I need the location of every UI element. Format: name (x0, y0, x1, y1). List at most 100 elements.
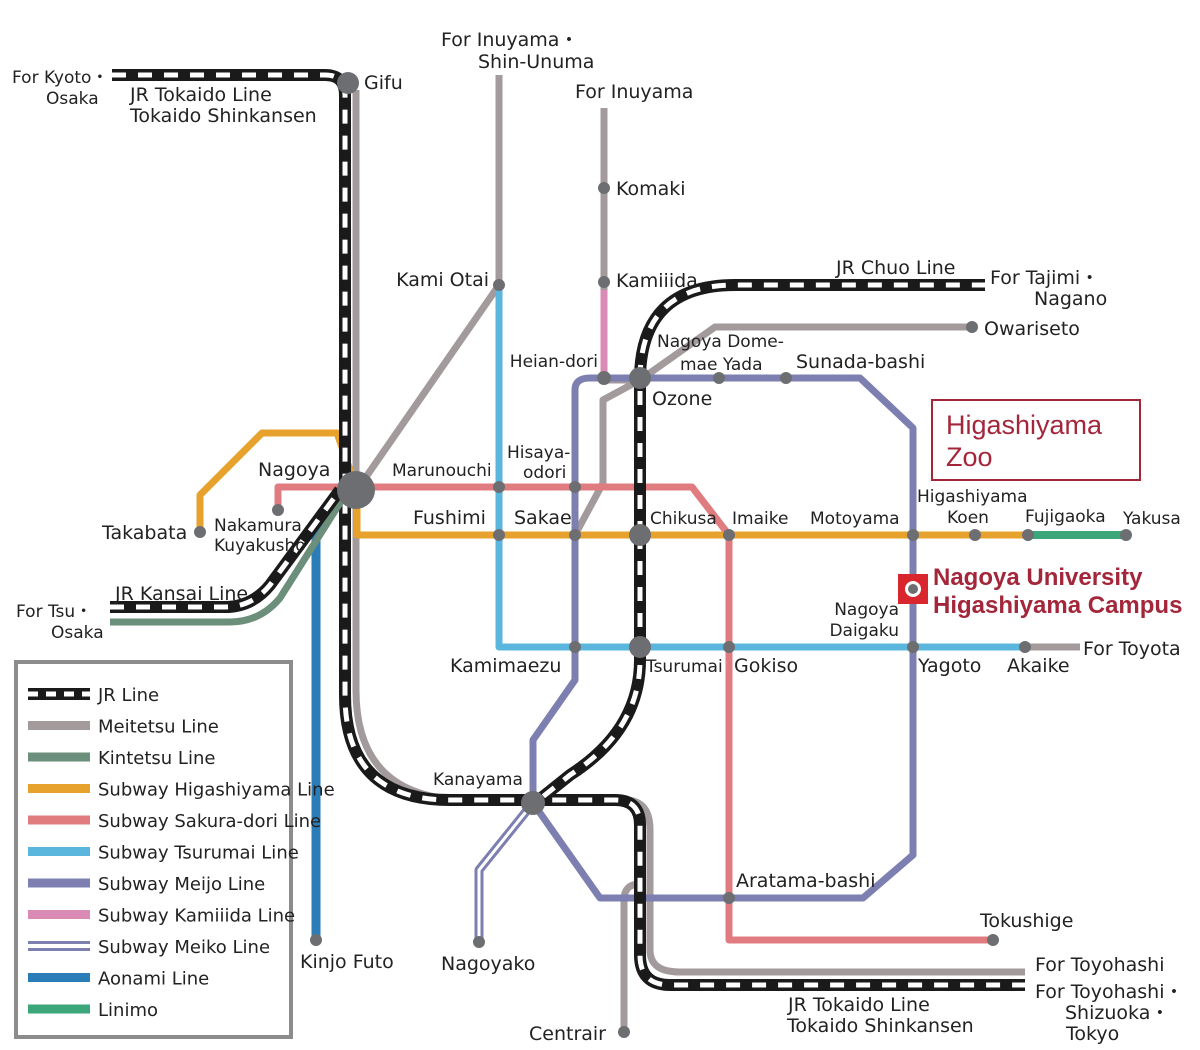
label-motoyama: Motoyama (810, 509, 900, 529)
station-labels: Gifu Kami Otai Komaki Kamiiida Heian-dor… (101, 72, 1181, 1045)
station-imaike[interactable] (723, 529, 735, 541)
direction-tsu-2: Osaka (51, 623, 104, 643)
line-label-jr-chuo: JR Chuo Line (835, 257, 955, 279)
university-label[interactable]: Nagoya University Higashiyama Campus (933, 564, 1182, 619)
station-owariseto[interactable] (966, 321, 978, 333)
station-kami-otai[interactable] (493, 279, 505, 291)
line-meijo[interactable] (529, 374, 917, 902)
station-fushimi[interactable] (493, 529, 505, 541)
label-kamiiida: Kamiiida (616, 270, 698, 292)
legend-item-tsurumai: Subway Tsurumai Line (28, 843, 299, 864)
label-tsurumai: Tsurumai (645, 657, 723, 677)
label-marunouchi: Marunouchi (392, 461, 492, 481)
label-takabata: Takabata (101, 522, 187, 544)
line-aonami[interactable] (311, 487, 344, 940)
station-yagoto[interactable] (907, 641, 919, 653)
direction-tsu-1: For Tsu・ (16, 602, 92, 622)
legend-item-meijo: Subway Meijo Line (28, 874, 265, 895)
legend-label-linimo: Linimo (98, 1000, 158, 1021)
station-fujigaoka[interactable] (1022, 529, 1034, 541)
station-marunouchi[interactable] (493, 481, 505, 493)
legend-item-kamiiida: Subway Kamiiida Line (28, 906, 295, 927)
station-tsurumai[interactable] (629, 636, 651, 658)
label-hisaya-1: Hisaya- (507, 443, 570, 463)
university-marker[interactable] (898, 574, 928, 604)
legend-item-linimo: Linimo (28, 1000, 158, 1021)
station-heian-dori[interactable] (597, 371, 611, 385)
label-gifu: Gifu (364, 72, 403, 94)
label-imaike: Imaike (732, 509, 788, 529)
station-chikusa[interactable] (629, 524, 651, 546)
station-yakusa[interactable] (1120, 529, 1132, 541)
label-sunada-bashi: Sunada-bashi (796, 351, 925, 373)
legend-item-meitetsu: Meitetsu Line (28, 717, 219, 738)
label-hisaya-2: odori (523, 463, 566, 483)
station-sakae[interactable] (569, 529, 581, 541)
station-aratama-bashi[interactable] (723, 892, 735, 904)
station-tokushige[interactable] (987, 934, 999, 946)
legend-label-kamiiida: Subway Kamiiida Line (98, 906, 295, 927)
station-nagoya[interactable] (337, 471, 375, 509)
station-kanayama[interactable] (521, 791, 545, 815)
line-label-jr-kansai: JR Kansai Line (114, 583, 248, 605)
label-aratama-bashi: Aratama-bashi (736, 870, 875, 892)
station-higashiyama-koen[interactable] (969, 529, 981, 541)
label-gokiso: Gokiso (734, 655, 798, 677)
label-kamimaezu: Kamimaezu (450, 655, 561, 677)
station-gokiso[interactable] (723, 641, 735, 653)
station-hisaya-odori[interactable] (569, 481, 581, 493)
station-akaike[interactable] (1019, 641, 1031, 653)
legend-item-higashiyama: Subway Higashiyama Line (28, 780, 335, 801)
line-meitetsu[interactable] (352, 75, 1080, 1030)
station-centrair[interactable] (618, 1026, 630, 1038)
direction-toyota: For Toyota (1083, 638, 1181, 660)
stations (194, 72, 1132, 1038)
label-nagoya: Nagoya (258, 459, 330, 481)
station-nagoyako[interactable] (473, 936, 485, 948)
direction-inuyama: For Inuyama (575, 81, 693, 103)
legend-item-jr: JR Line (28, 685, 159, 706)
direction-toyohashi-tokyo-3: Tokyo (1065, 1023, 1119, 1045)
station-motoyama[interactable] (907, 529, 919, 541)
station-kinjo-futo[interactable] (310, 934, 322, 946)
station-nakamura-kuyakusho[interactable] (272, 504, 284, 516)
station-nagoya-dome-mae-yada[interactable] (713, 372, 725, 384)
line-higashiyama[interactable] (196, 429, 1028, 539)
zoo-box[interactable]: Higashiyama Zoo (931, 399, 1141, 481)
direction-kyoto-2: Osaka (46, 89, 99, 109)
station-ozone[interactable] (629, 367, 651, 389)
legend-label-sakuradori: Subway Sakura-dori Line (98, 811, 321, 832)
line-name-labels: JR Tokaido Line Tokaido Shinkansen JR Ch… (114, 84, 974, 1037)
station-takabata[interactable] (194, 526, 206, 538)
station-sunada-bashi[interactable] (780, 372, 792, 384)
line-tsurumai[interactable] (495, 285, 1025, 651)
label-nagoya-daigaku-1: Nagoya (834, 600, 899, 620)
station-gifu[interactable] (337, 72, 359, 94)
station-kamimaezu[interactable] (569, 641, 581, 653)
direction-toyohashi-tokyo-1: For Toyohashi・ (1035, 981, 1184, 1003)
label-yakusa: Yakusa (1122, 509, 1181, 529)
legend-item-meiko: Subway Meiko Line (28, 937, 270, 958)
label-kinjo-futo: Kinjo Futo (300, 951, 394, 973)
direction-toyohashi: For Toyohashi (1035, 954, 1165, 976)
label-nagoyako: Nagoyako (441, 953, 535, 975)
label-nagoya-dome-2: mae Yada (680, 355, 763, 375)
label-heian-dori: Heian-dori (510, 352, 598, 372)
label-higashiyama-koen-2: Koen (947, 508, 989, 528)
label-nagoya-daigaku-2: Daigaku (829, 621, 899, 641)
label-fujigaoka: Fujigaoka (1025, 507, 1106, 527)
label-akaike: Akaike (1007, 655, 1070, 677)
direction-tajimi-2: Nagano (1034, 288, 1107, 310)
label-chikusa: Chikusa (650, 509, 717, 529)
line-meiko[interactable] (474, 800, 537, 942)
legend-label-meitetsu: Meitetsu Line (98, 717, 219, 738)
line-label-jr-tokaido-bottom-1: JR Tokaido Line (787, 994, 930, 1016)
label-higashiyama-koen-1: Higashiyama (917, 487, 1028, 507)
station-kamiiida[interactable] (598, 276, 610, 288)
label-ozone: Ozone (652, 388, 712, 410)
station-komaki[interactable] (598, 182, 610, 194)
line-sakuradori[interactable] (274, 483, 993, 944)
line-label-jr-tokaido-top-2: Tokaido Shinkansen (129, 105, 317, 127)
